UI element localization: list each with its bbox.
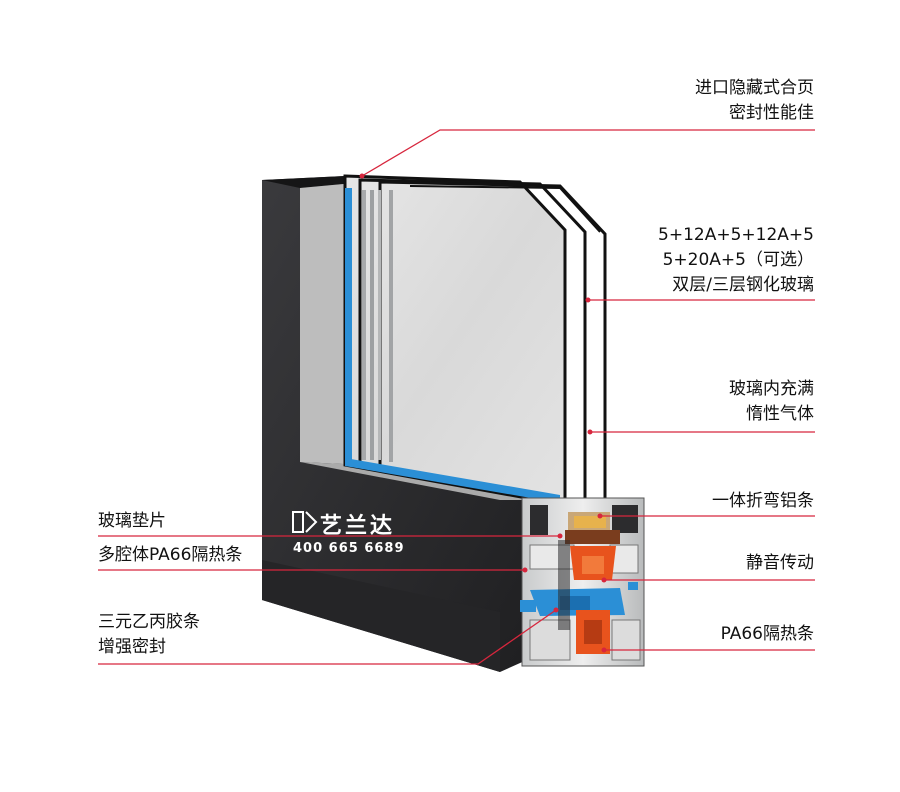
brand-name: 艺兰达 — [320, 514, 396, 539]
callout-transmission: 静音传动 — [746, 553, 814, 573]
brand-logo-mark — [292, 511, 318, 533]
callout-glass: 5+12A+5+12A+5 5+20A+5（可选） 双层/三层钢化玻璃 — [658, 223, 814, 298]
callout-epdm-line1: 三元乙丙胶条 — [98, 612, 200, 632]
callout-gas-line1: 玻璃内充满 — [729, 379, 814, 399]
profile-cross-section — [520, 497, 645, 667]
callout-leader-dots — [359, 173, 607, 653]
callout-hinge: 进口隐藏式合页 密封性能佳 — [695, 76, 814, 126]
callout-gas: 玻璃内充满 惰性气体 — [729, 377, 814, 427]
callout-epdm: 三元乙丙胶条 增强密封 — [98, 610, 200, 660]
callout-glass-line1: 5+12A+5+12A+5 — [658, 225, 814, 245]
blue-spacer-bars — [345, 188, 560, 503]
callout-cavity: 多腔体PA66隔热条 — [98, 545, 243, 565]
callout-glass-line2: 5+20A+5（可选） — [662, 250, 814, 270]
brand-phone: 400 665 6689 — [293, 541, 405, 556]
callout-glass-line3: 双层/三层钢化玻璃 — [672, 275, 814, 295]
callout-pad: 玻璃垫片 — [98, 511, 166, 531]
glass-panes — [343, 174, 607, 511]
callout-hinge-line1: 进口隐藏式合页 — [695, 78, 814, 98]
callout-gas-line2: 惰性气体 — [746, 404, 814, 424]
callout-epdm-line2: 增强密封 — [98, 637, 166, 657]
callout-leader-lines — [98, 129, 815, 665]
callout-strip: PA66隔热条 — [720, 624, 814, 644]
callout-hinge-line2: 密封性能佳 — [729, 103, 814, 123]
callout-bead: 一体折弯铝条 — [712, 491, 814, 511]
